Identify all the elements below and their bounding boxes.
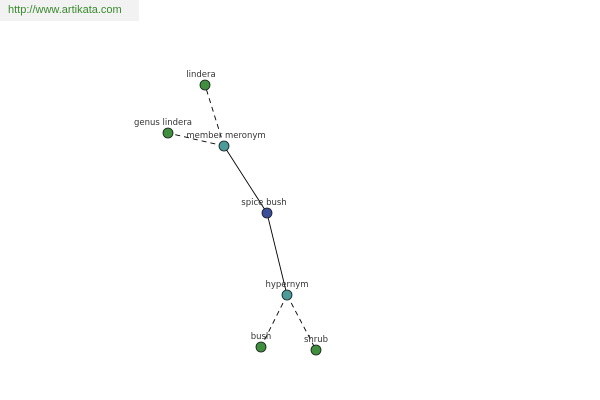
node-genus-lindera[interactable]: genus lindera	[134, 118, 192, 139]
node-marker-hypernym[interactable]	[281, 289, 293, 301]
edge-hypernym-to-bush	[260, 294, 288, 348]
node-marker-genus-lindera[interactable]	[162, 127, 174, 139]
node-hypernym[interactable]: hypernym	[265, 280, 309, 301]
url-banner: http://www.artikata.com	[0, 0, 139, 21]
nodes-layer: spice bush member meronym hypernym lindera g…	[134, 70, 328, 356]
edge-member-meronym-to-genus-lindera	[167, 132, 225, 147]
node-shrub[interactable]: shrub	[304, 335, 328, 356]
node-spice-bush[interactable]: spice bush	[241, 198, 287, 219]
edge-spice-bush-to-hypernym	[266, 212, 288, 296]
node-marker-member-meronym[interactable]	[218, 140, 230, 152]
node-label-hypernym: hypernym	[265, 280, 308, 290]
node-label-member-meronym: member meronym	[186, 131, 265, 141]
edges-layer	[167, 84, 317, 351]
site-url-link[interactable]: http://www.artikata.com	[8, 4, 122, 16]
node-marker-lindera[interactable]	[199, 79, 211, 91]
edge-hypernym-to-shrub	[286, 294, 317, 351]
edge-spice-bush-to-member-meronym	[223, 145, 268, 214]
edge-member-meronym-to-lindera	[204, 84, 225, 147]
node-marker-shrub[interactable]	[310, 344, 322, 356]
node-bush[interactable]: bush	[251, 332, 272, 353]
node-label-shrub: shrub	[304, 335, 328, 345]
node-label-lindera: lindera	[186, 70, 215, 80]
node-member-meronym[interactable]: member meronym	[186, 131, 266, 152]
node-lindera[interactable]: lindera	[186, 70, 216, 91]
node-label-genus-lindera: genus lindera	[134, 118, 192, 128]
node-label-bush: bush	[251, 332, 272, 342]
node-marker-spice-bush[interactable]	[261, 207, 273, 219]
node-marker-bush[interactable]	[255, 341, 267, 353]
node-label-spice-bush: spice bush	[241, 198, 286, 208]
